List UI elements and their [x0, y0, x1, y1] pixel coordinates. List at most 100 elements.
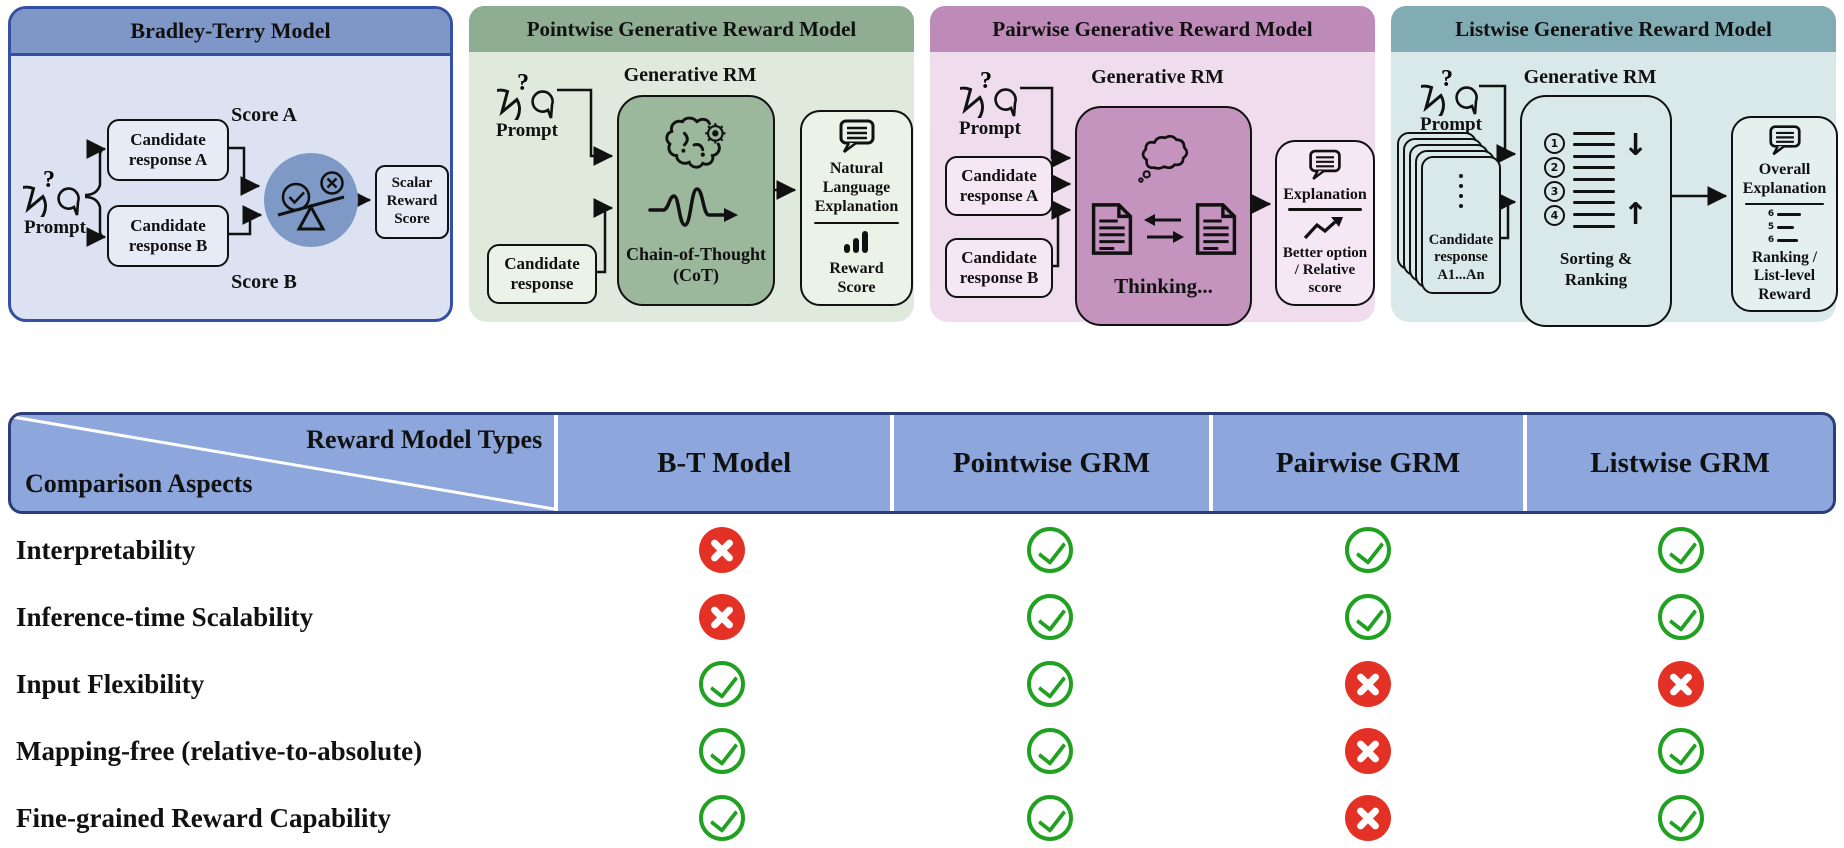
prompt-label: Prompt: [24, 217, 86, 238]
circled-numbers: 1 2 3 4: [1543, 132, 1565, 228]
check-circle-icon: [1027, 527, 1073, 573]
ranking-list-icon: 6 5 6: [1767, 209, 1802, 246]
divider: [1744, 202, 1825, 206]
check-circle-icon: [1344, 594, 1391, 640]
column-header-pointwise: Pointwise GRM: [890, 415, 1209, 511]
svg-text:?: ?: [980, 68, 992, 94]
output-box: Explanation Better option / Relative sco…: [1275, 140, 1375, 306]
score-a-label: Score A: [231, 104, 297, 126]
panel-pairwise-grm: Pairwise Generative Reward Model ? Promp…: [930, 6, 1375, 326]
output-bottom-label: Ranking / List-level Reward: [1751, 249, 1818, 303]
table-row: Mapping-free (relative-to-absolute): [8, 718, 1836, 784]
row-label: Inference-time Scalability: [16, 601, 314, 632]
panel-title: Bradley-Terry Model: [11, 9, 450, 56]
cross-circle-icon: [698, 527, 745, 573]
comparison-docs: [1089, 201, 1239, 257]
check-circle-icon: [1027, 795, 1073, 841]
up-arrow-icon: ↑: [1622, 196, 1649, 232]
panel-pointwise-grm: Pointwise Generative Reward Model ? Prom…: [469, 6, 914, 322]
down-arrow-icon: ↓: [1622, 127, 1649, 163]
check-circle-icon: [1657, 728, 1704, 774]
bar-chart-icon: [843, 231, 868, 254]
row-label: Mapping-free (relative-to-absolute): [16, 735, 423, 766]
explanation-chat-icon: [1768, 125, 1801, 156]
table-row: Fine-grained Reward Capability: [8, 785, 1836, 848]
circled-number: 3: [1543, 181, 1565, 203]
cross-circle-icon: [1344, 661, 1391, 707]
comparison-table-header: Reward Model Types Comparison Aspects B-…: [8, 412, 1836, 514]
divider: [1288, 208, 1362, 211]
row-label: Fine-grained Reward Capability: [16, 802, 391, 833]
check-circle-icon: [1657, 594, 1704, 640]
balance-scale-icon: [277, 171, 345, 231]
check-circle-icon: [1344, 527, 1391, 573]
score-b-label: Score B: [231, 271, 297, 293]
column-header-bt: B-T Model: [554, 415, 890, 511]
candidate-responses-stack: Candidate response A1...An: [1421, 156, 1501, 294]
output-bottom-label: Reward Score: [829, 260, 884, 297]
generative-rm-box: Chain-of-Thought (CoT): [617, 95, 775, 306]
check-circle-icon: [1027, 728, 1073, 774]
prompt-icon: ?: [23, 167, 80, 217]
svg-text:?: ?: [43, 167, 55, 193]
rank-digit: 6: [1767, 235, 1775, 246]
list-lines: [1572, 131, 1615, 228]
check-circle-icon: [1657, 795, 1704, 841]
candidate-response-a-box: Candidate response A: [107, 119, 229, 181]
generative-rm-label: Generative RM: [623, 64, 757, 86]
prompt-icon: ?: [960, 68, 1017, 118]
prompt-icon: ?: [497, 70, 554, 120]
check-circle-icon: [1027, 594, 1073, 640]
rank-digit: 5: [1767, 222, 1775, 233]
panel-bradley-terry: Bradley-Terry Model ? Prompt Candidate r…: [8, 6, 453, 322]
cross-circle-icon: [1344, 795, 1391, 841]
thinking-label: Thinking...: [1114, 273, 1213, 298]
cross-circle-icon: [698, 594, 745, 640]
rank-digit: 6: [1767, 209, 1775, 220]
panel-title: Pairwise Generative Reward Model: [930, 6, 1375, 52]
panel-title: Pointwise Generative Reward Model: [469, 6, 914, 52]
prompt-label: Prompt: [959, 118, 1021, 139]
table-row: Inference-time Scalability: [8, 584, 1836, 650]
output-box: Natural Language Explanation Reward Scor…: [800, 110, 913, 306]
corner-cell: Reward Model Types Comparison Aspects: [11, 415, 555, 511]
check-circle-icon: [1657, 527, 1704, 573]
check-circle-icon: [698, 795, 745, 841]
document-icon: [1195, 202, 1236, 255]
candidate-response-b-box: Candidate response B: [945, 238, 1053, 298]
svg-text:?: ?: [1441, 66, 1453, 92]
row-label: Interpretability: [16, 534, 196, 565]
table-row: Input Flexibility: [8, 651, 1836, 717]
stack-label: Candidate response A1...An: [1428, 231, 1494, 283]
trend-up-icon: [1303, 216, 1343, 239]
output-bottom-label: Better option / Relative score: [1282, 244, 1368, 297]
prompt-label: Prompt: [1420, 114, 1482, 135]
explanation-chat-icon: [839, 119, 874, 154]
candidate-response-b-box: Candidate response B: [107, 205, 229, 267]
diagonal-divider: [12, 415, 555, 511]
cross-circle-icon: [1344, 728, 1391, 774]
generative-rm-box: 1 2 3 4 ↓ ↑ Sorting & Ranking: [1520, 95, 1672, 327]
sorting-ranking-label: Sorting & Ranking: [1559, 249, 1633, 290]
brain-cot-icon: [665, 116, 726, 169]
circled-number: 4: [1543, 205, 1565, 227]
generative-rm-box: Thinking...: [1075, 106, 1252, 326]
chain-of-thought-label: Chain-of-Thought (CoT): [625, 243, 767, 286]
table-row: Interpretability: [8, 517, 1836, 583]
generative-rm-label: Generative RM: [1523, 66, 1657, 88]
cross-circle-icon: [1657, 661, 1704, 707]
ellipsis-dots-icon: [1459, 173, 1463, 208]
svg-text:?: ?: [517, 70, 529, 96]
generative-rm-label: Generative RM: [1091, 66, 1224, 88]
scalar-reward-score-box: Scalar Reward Score: [375, 165, 449, 239]
output-top-label: Explanation: [1283, 186, 1367, 204]
circled-number: 2: [1543, 156, 1565, 178]
candidate-response-box: Candidate response: [487, 244, 597, 304]
output-box: Overall Explanation 6 5 6 Ranking / List…: [1731, 116, 1838, 312]
circled-number: 1: [1543, 132, 1565, 154]
document-icon: [1091, 202, 1132, 255]
panel-listwise-grm: Listwise Generative Reward Model ? Promp…: [1391, 6, 1838, 327]
candidate-response-a-box: Candidate response A: [945, 156, 1053, 216]
prompt-icon: ?: [1421, 66, 1478, 116]
